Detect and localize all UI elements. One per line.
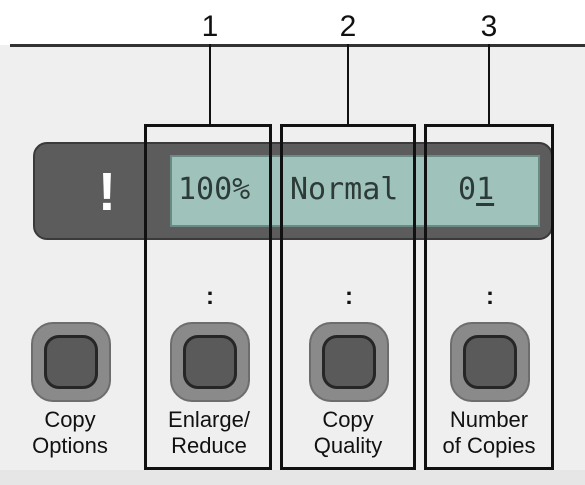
copy-quality-label: Copy Quality [288, 407, 408, 459]
copy-options-label: Copy Options [10, 407, 130, 459]
callout-3: 3 [480, 10, 498, 43]
lcd-quality-value: Normal [290, 172, 399, 207]
panel-edge [10, 44, 585, 47]
number-of-copies-label-line1: Number [449, 407, 529, 432]
copy-options-label-line1: Copy [44, 407, 96, 432]
indicator-enlarge-reduce: : [206, 283, 214, 310]
callout-1-line [209, 44, 211, 124]
enlarge-reduce-label-line2: Reduce [171, 433, 247, 458]
panel-bottom-edge [0, 470, 585, 485]
copy-options-button-face[interactable] [44, 335, 98, 389]
lcd-screen [170, 155, 540, 227]
enlarge-reduce-button-face[interactable] [183, 335, 237, 389]
enlarge-reduce-button[interactable] [170, 322, 250, 402]
copy-options-button[interactable] [31, 322, 111, 402]
copy-quality-button-face[interactable] [322, 335, 376, 389]
warning-icon: ! [98, 162, 116, 222]
control-panel [0, 45, 585, 475]
copy-quality-label-line2: Quality [313, 433, 383, 458]
copy-quality-label-line1: Copy [322, 407, 374, 432]
lcd-copies-prefix: 0 [458, 172, 477, 207]
indicator-copy-quality: : [345, 283, 353, 310]
callout-2-line [347, 44, 349, 124]
enlarge-reduce-label-line1: Enlarge/ [168, 407, 250, 432]
callout-1: 1 [201, 10, 219, 43]
copy-quality-button[interactable] [309, 322, 389, 402]
lcd-copies-value: 01 [458, 171, 494, 209]
number-of-copies-label-line2: of Copies [442, 433, 536, 458]
enlarge-reduce-label: Enlarge/ Reduce [149, 407, 269, 459]
indicator-number-of-copies: : [486, 283, 494, 310]
number-of-copies-label: Number of Copies [429, 407, 549, 459]
number-of-copies-button[interactable] [450, 322, 530, 402]
copy-options-label-line2: Options [32, 433, 108, 458]
number-of-copies-button-face[interactable] [463, 335, 517, 389]
callout-3-line [488, 44, 490, 124]
lcd-copies-cursor-digit: 1 [476, 172, 495, 207]
lcd-enlarge-value: 100% [178, 172, 251, 207]
callout-2: 2 [339, 10, 357, 43]
